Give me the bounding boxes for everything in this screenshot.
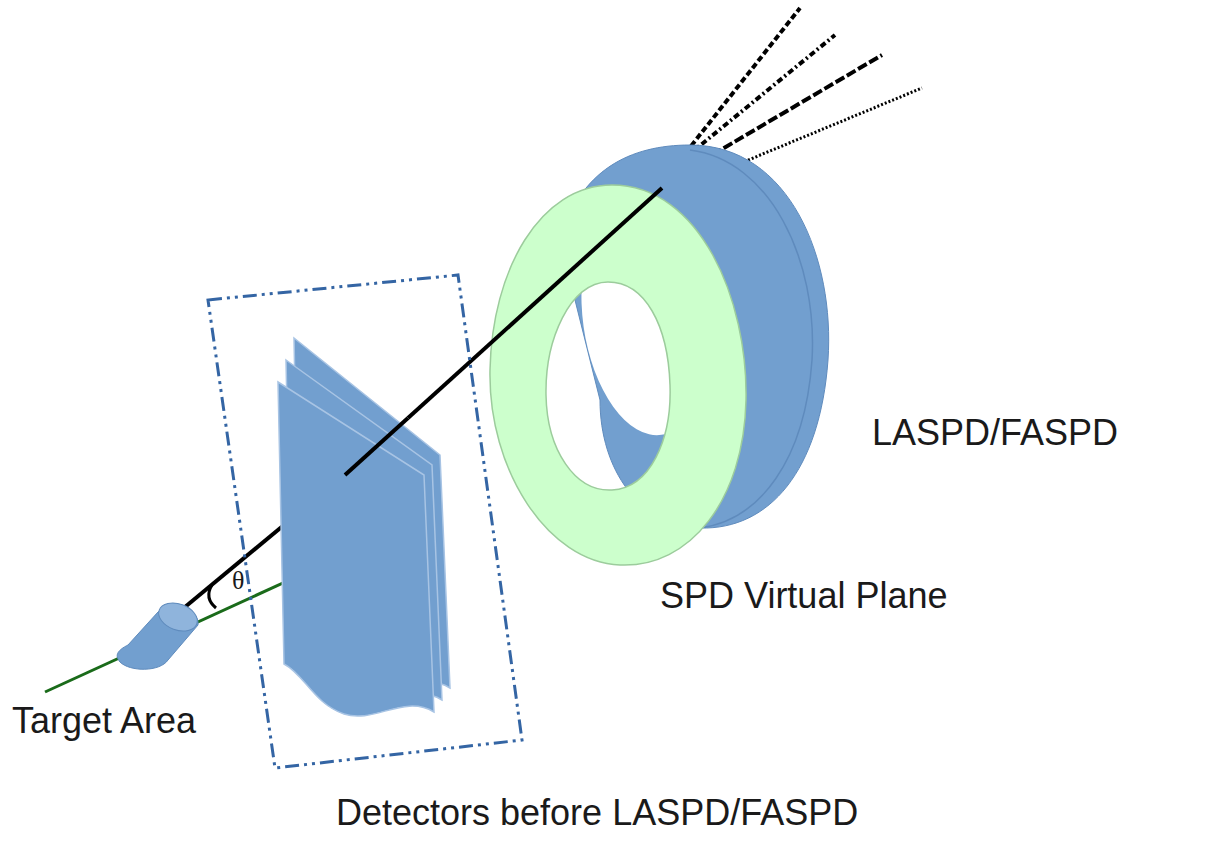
part-label: Detectors before LASPD/FASPD [336, 792, 858, 833]
tracking-planes [278, 338, 450, 716]
angle-symbol: θ [232, 566, 244, 596]
beam-line [185, 520, 290, 607]
target-cylinder [117, 598, 201, 669]
beam-line [345, 418, 408, 475]
part-label: SPD Virtual Plane [660, 575, 948, 616]
beam-axis [45, 572, 307, 692]
angle-arc [209, 585, 216, 608]
beam-line [408, 188, 662, 418]
detector-group-frame [208, 275, 522, 768]
spd-virtual-plane [490, 185, 746, 565]
part-label: LASPD/FASPD [872, 412, 1118, 453]
part-label: Target Area [12, 700, 196, 741]
